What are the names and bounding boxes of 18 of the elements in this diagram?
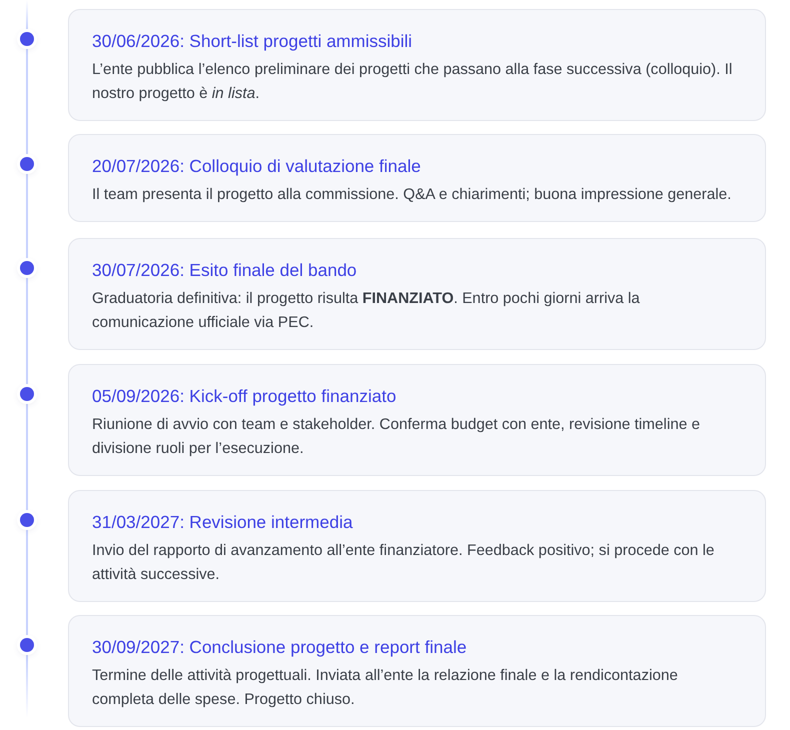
- event-title: 30/09/2027: Conclusione progetto e report finale: [92, 636, 468, 658]
- event-title: 30/06/2026: Short-list progetti ammissibili: [92, 30, 414, 52]
- event-title: 20/07/2026: Colloquio di valutazione finale: [92, 155, 422, 177]
- event-card: [68, 364, 766, 476]
- event-card: [68, 9, 766, 121]
- event-description: Riunione di avvio con team e stakeholder. Conferma budget con ente, revisione timeline e divisione ruoli per l’esecuzione.: [92, 415, 701, 459]
- event-card: [68, 238, 766, 350]
- event-card: [68, 134, 766, 222]
- event-description: L’ente pubblica l’elenco preliminare dei progetti che passano alla fase successiva (colloquio). Il nostro progetto è in lista.: [92, 60, 734, 104]
- event-description: Il team presenta il progetto alla commissione. Q&A e chiarimenti; buona impressione generale.: [92, 185, 732, 205]
- event-card: [68, 490, 766, 602]
- event-title: 05/09/2026: Kick-off progetto finanziato: [92, 385, 398, 407]
- event-card: [68, 615, 766, 727]
- event-description: Termine delle attività progettuali. Inviata all’ente la relazione finale e la rendicontazione completa delle spese. Progetto chiuso.: [92, 666, 679, 710]
- event-description: Graduatoria definitiva: il progetto risulta FINANZIATO. Entro pochi giorni arriva la comunicazione ufficiale via PEC.: [92, 289, 641, 333]
- event-title: 31/03/2027: Revisione intermedia: [92, 511, 354, 533]
- event-description: Invio del rapporto di avanzamento all’ente finanziatore. Feedback positivo; si procede con le attività successive.: [92, 541, 716, 585]
- event-title: 30/07/2026: Esito finale del bando: [92, 259, 358, 281]
